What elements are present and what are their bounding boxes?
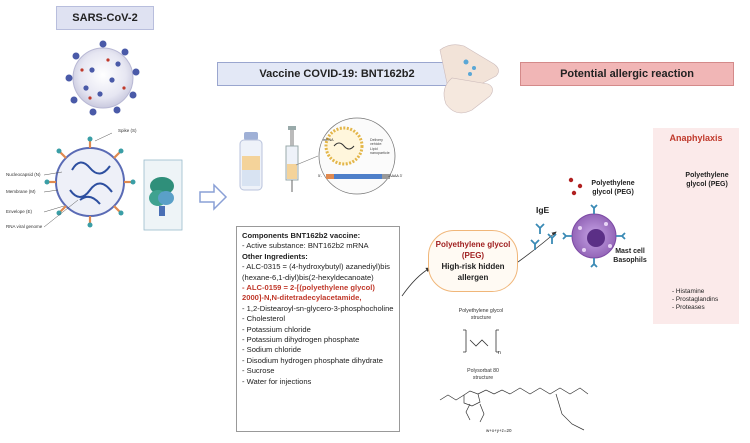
gloved-hands-icon [439,44,499,114]
peg-structure-label: Polyethylene glycol structure [448,308,514,321]
peg-structure-line-1: Polyethylene glycol [458,308,504,314]
mast-peg-label: Polyethylene glycol (PEG) [581,180,645,197]
delivery-line-4: nanoparticle [370,151,390,156]
ingredient-item: - Water for injections [242,376,312,386]
ige-label: IgE [536,205,550,215]
polysorbate-structure-icon [439,387,589,431]
peg-risk-2: allergen [457,273,489,282]
other-ingredients-title: Other Ingredients: [242,251,308,261]
syringe-icon [285,126,299,192]
ige-antibody-icons [530,223,557,250]
mediator-item: - Histamine [672,288,705,295]
peg-allergen-box: Polyethylene glycol (PEG) High-risk hidd… [428,230,518,292]
spike-label: Spike (S) [118,128,137,133]
virus-leader-lines [43,132,113,228]
peg-title-1: Polyethylene glycol [435,240,511,249]
delivery-vehicle-label: Delivery vehicle: Lipid nanoparticle [370,138,390,156]
ingredient-item: - Potassium chloride [242,324,311,334]
membrane-label: Membrane (M) [6,189,36,194]
peg-risk-1: High-risk hidden [441,262,505,271]
ingredient-item: - 1,2-Distearoyl-sn-glycero-3-phosphocho… [242,303,394,313]
lipid-nanoparticle-icon [318,117,396,195]
vial-icon [239,132,263,191]
mast-peg-line-1: Polyethylene [591,180,635,187]
ana-peg-line-1: Polyethylene [685,172,729,179]
cap-label: 5'- [318,174,322,178]
ingredient-item: - Sucrose [242,366,275,376]
peg-dots-mast-icon [568,177,583,196]
ingredient-item: - Disodium hydrogen phosphate dihydrate [242,355,383,365]
delivery-line-2: vehicle: [370,142,383,147]
components-title: Components BNT162b2 vaccine: [242,231,361,240]
virus-3d-icon [65,40,140,116]
anaphylaxis-peg-label: Polyethylene glycol (PEG) [676,172,738,189]
ingredient-item: - ALC-0315 = (4-hydroxybutyl) azanediyl)… [242,262,390,272]
peg-title-2: (PEG) [461,251,485,260]
peg-structure-line-2: structure [470,314,492,321]
mediator-item: - Prostaglandins [672,296,719,303]
ingredient-item: - Sodium chloride [242,345,302,355]
flow-arrow-icon [199,183,228,211]
rna-genome-label: RNA viral genome [6,224,43,229]
mast-peg-line-2: glycol (PEG) [592,188,634,196]
mrna-label: mRNA [323,138,334,142]
delivery-line-3: Lipid [370,146,378,151]
allergy-title: Potential allergic reaction [520,62,734,86]
ingredient-item: - Potassium dihydrogen phosphate [242,335,360,345]
delivery-line-1: Delivery [370,138,383,142]
peg-n-label: n [498,350,501,356]
virus-cross-section-icon [44,136,136,228]
peg-ingredient-line-1: - ALC-0159 = 2-[(polyethylene glycol) [242,283,375,293]
polysorbate-line-2: structure [472,374,494,381]
tail-label: -AAAA 3' [388,174,403,178]
mast-cell-line-1: Mast cell [615,248,645,255]
spike-protein-icon [149,177,174,216]
ingredient-item: (hexane-6,1-diyl)bis(2-hexyldecanoate) [242,272,374,282]
sars-cov-2-label: SARS-CoV-2 [56,6,154,30]
mediators-list: - Histamine - Prostaglandins - Proteases [672,288,738,312]
ana-peg-line-2: glycol (PEG) [686,180,728,188]
peg-structure-icon [463,329,499,353]
vaccine-title: Vaccine COVID-19: BNT162b2 [217,62,457,86]
anaphylaxis-title: Anaphylaxis [669,133,723,143]
arrow-to-mast-icon [517,231,557,263]
nucleocapsid-label: Nucleocapsid (N) [6,172,41,177]
ingredient-item: - Cholesterol [242,314,286,324]
polysorbate-line-1: Polysorbat 80 [467,368,499,374]
mast-cell-line-2: Basophils [613,256,647,264]
mediator-item: - Proteases [672,304,705,311]
mast-cell-icon [562,204,626,268]
components-box: Components BNT162b2 vaccine: - Active su… [236,226,400,432]
active-substance: - Active substance: BNT162b2 mRNA [242,241,369,251]
mast-cell-label: Mast cell Basophils [608,248,652,265]
polysorbate-label: Polysorbat 80 structure [450,368,516,381]
polysorbate-sum-label: w+x+y+z=20 [486,428,512,433]
anaphylaxis-panel [653,128,739,324]
envelope-label: Envelope (E) [6,209,33,214]
peg-ingredient-line-2: 2000]-N,N-ditetradecylacetamide, [242,293,362,303]
arrow-to-peg-icon [401,267,431,297]
